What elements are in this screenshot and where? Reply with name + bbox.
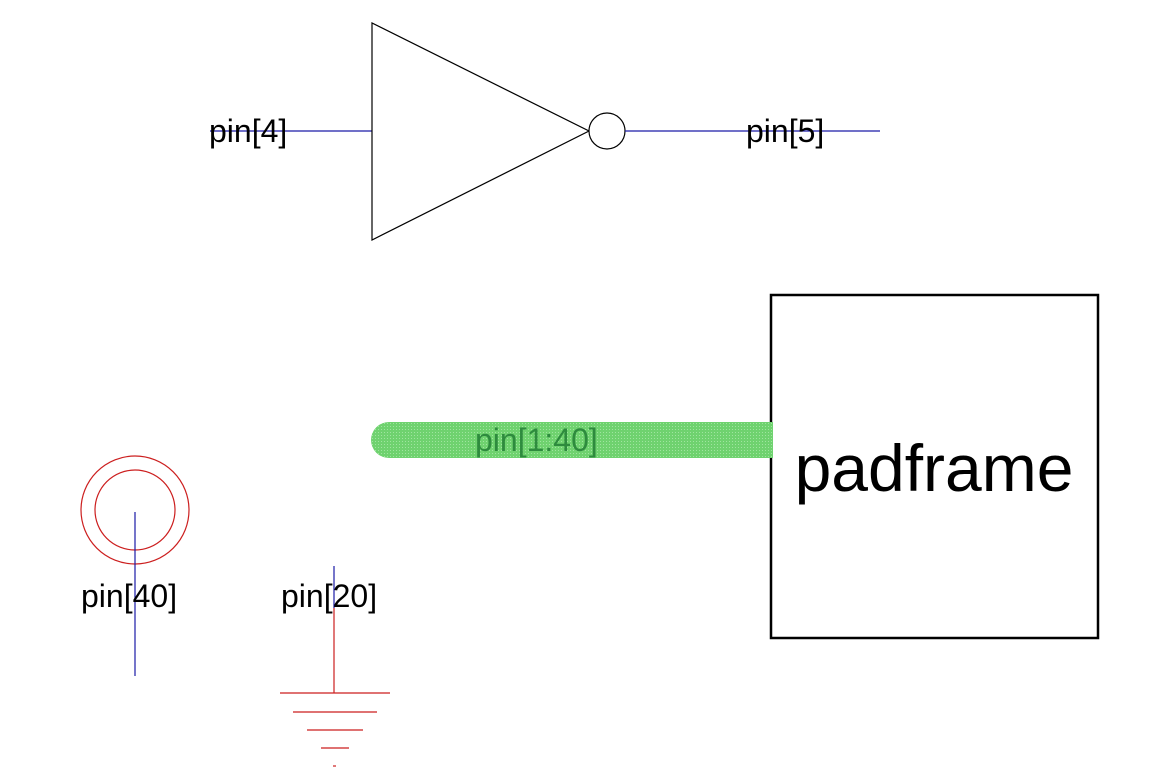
inverter[interactable]: pin[4] pin[5] xyxy=(209,22,880,241)
power-pin-label: pin[40] xyxy=(81,578,177,614)
inverter-bubble[interactable] xyxy=(588,112,626,150)
bus-wire[interactable] xyxy=(371,422,773,458)
bus-label: pin[1:40] xyxy=(475,422,598,458)
padframe-label: padframe xyxy=(795,431,1074,505)
inverter-output-label: pin[5] xyxy=(746,113,824,149)
inverter-input-label: pin[4] xyxy=(209,113,287,149)
padframe-block[interactable]: padframe xyxy=(769,293,1100,640)
ground-pin-label: pin[20] xyxy=(281,578,377,614)
power-pin[interactable]: pin[40] xyxy=(80,455,190,676)
bus[interactable]: pin[1:40] xyxy=(371,422,773,458)
inverter-triangle[interactable] xyxy=(371,22,591,241)
padframe-outline[interactable] xyxy=(769,293,1100,640)
ground-pin[interactable]: pin[20] xyxy=(280,566,390,767)
ground-icon xyxy=(280,692,390,767)
